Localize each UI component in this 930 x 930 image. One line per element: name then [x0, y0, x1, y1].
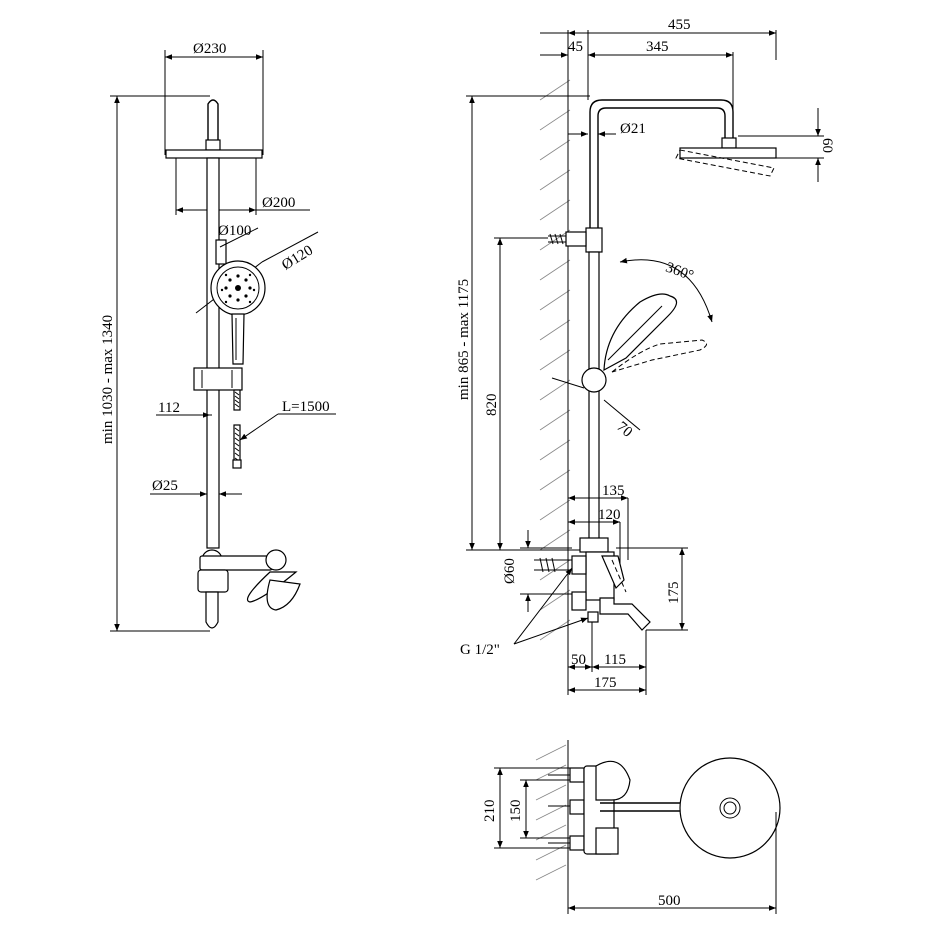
hand-shower-side [603, 293, 678, 372]
dim-210: 210 [482, 800, 498, 823]
spout-side [599, 597, 651, 631]
hand-shower-nozzles [220, 273, 256, 304]
rain-shower-head [165, 149, 263, 159]
rotation-label: 360° [663, 260, 695, 285]
dim-175-v: 175 [666, 582, 682, 605]
dim-d200: Ø200 [262, 195, 295, 211]
dim-345: 345 [646, 39, 669, 55]
dim-175-h: 175 [594, 675, 617, 691]
top-view: 210 150 500 [482, 740, 781, 914]
rain-shower-head-top [679, 757, 781, 859]
dim-45: 45 [568, 39, 583, 55]
shower-hose [232, 389, 242, 469]
dim-d120: Ø120 [279, 242, 316, 273]
dim-d25: Ø25 [152, 478, 178, 494]
dim-820: 820 [484, 394, 500, 417]
dim-70: 70 [613, 419, 635, 441]
side-view: 455 45 345 Ø21 60 360° [456, 17, 835, 695]
dim-500: 500 [658, 893, 681, 909]
dim-135: 135 [602, 483, 625, 499]
dim-112: 112 [158, 400, 180, 416]
shower-rail [206, 157, 220, 549]
hose-length-label: L=1500 [282, 399, 330, 415]
swivel-holder [581, 367, 607, 393]
slider-holder [193, 367, 243, 391]
spout [205, 591, 219, 629]
dim-d60: Ø60 [502, 558, 518, 584]
dim-60-head: 60 [819, 138, 835, 153]
dim-height-front: min 1030 - max 1340 [100, 315, 116, 444]
thread-label: G 1/2" [460, 642, 500, 658]
dim-d230: Ø230 [193, 41, 226, 57]
wall-hatch-top [535, 744, 567, 881]
dim-115: 115 [604, 652, 626, 668]
dim-150: 150 [508, 800, 524, 823]
dim-120: 120 [598, 507, 621, 523]
dim-d21: Ø21 [620, 121, 646, 137]
dim-455: 455 [668, 17, 691, 33]
dim-height-side: min 865 - max 1175 [456, 279, 472, 400]
rain-shower-head-side [679, 147, 777, 159]
wall-hatch [539, 79, 571, 641]
dim-50: 50 [571, 652, 586, 668]
front-view: Ø230 Ø200 Ø100 Ø120 [100, 41, 336, 632]
dim-d100: Ø100 [218, 223, 251, 239]
